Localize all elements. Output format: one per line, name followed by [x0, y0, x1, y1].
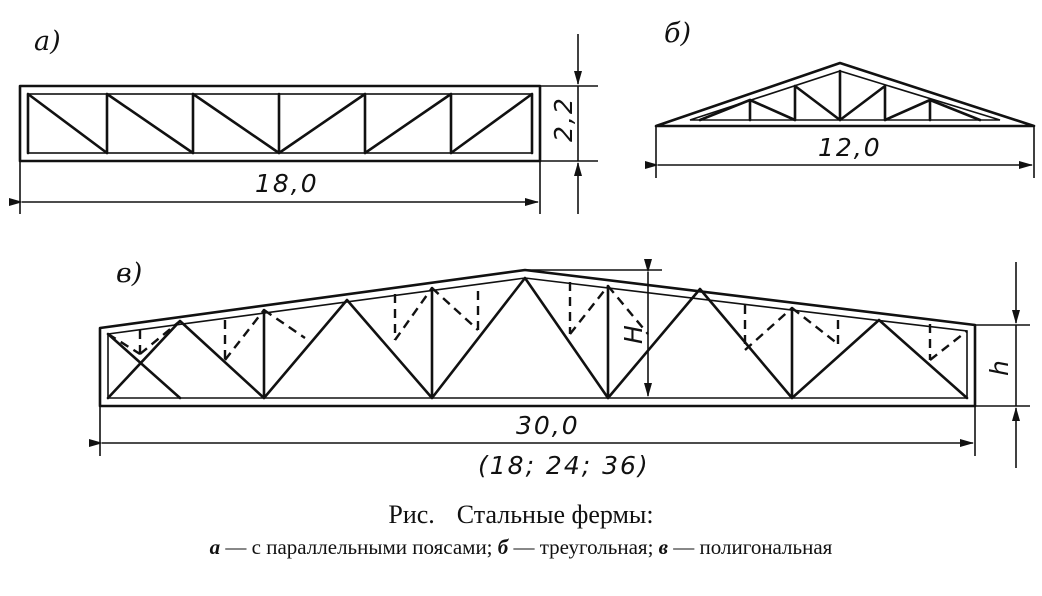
- legend-text-a: — с параллельными поясами;: [220, 535, 498, 559]
- truss-a-height-dim: 2,2: [549, 96, 578, 142]
- legend-key-a: а: [209, 535, 221, 559]
- caption-title: Стальные фермы:: [456, 500, 654, 529]
- truss-a-outer-frame: [18, 84, 542, 163]
- truss-b-width-dim: 12,0: [818, 133, 882, 162]
- truss-c-H-dim: H: [619, 323, 648, 344]
- truss-c-web-dashed: [107, 282, 968, 361]
- truss-c-label: в): [116, 258, 142, 289]
- truss-c-width-dim: 30,0: [516, 411, 580, 440]
- truss-a-width-dim: 18,0: [255, 169, 319, 198]
- caption-title-line: Рис. Стальные фермы:: [0, 498, 1042, 532]
- legend-text-b: — треугольная;: [508, 535, 659, 559]
- truss-a: а) 18,0 2,2: [9, 26, 598, 214]
- truss-b-inner-frame: [689, 70, 1001, 121]
- legend-text-c: — полигональная: [668, 535, 833, 559]
- truss-c: в) H h 30,0 (18; 24; 36): [89, 258, 1030, 480]
- truss-a-label: а): [34, 26, 61, 57]
- truss-b-label: б): [664, 18, 691, 49]
- truss-b-outer-frame: [654, 61, 1036, 128]
- truss-c-web-main: [106, 276, 969, 400]
- truss-c-width-alt: (18; 24; 36): [478, 451, 650, 480]
- truss-c-outer-frame: [98, 268, 977, 408]
- truss-b-web: [698, 69, 982, 122]
- truss-c-inner-frame: [107, 277, 968, 399]
- caption-prefix: Рис.: [388, 500, 435, 529]
- truss-a-web: [26, 92, 534, 155]
- truss-c-h-dim: h: [985, 358, 1014, 376]
- legend-key-b: б: [497, 535, 509, 559]
- figure-caption: Рис. Стальные фермы: а — с параллельными …: [0, 498, 1042, 562]
- legend-key-c: в: [658, 535, 669, 559]
- truss-b: б) 12,0: [645, 18, 1036, 178]
- caption-legend: а — с параллельными поясами; б — треугол…: [0, 532, 1042, 562]
